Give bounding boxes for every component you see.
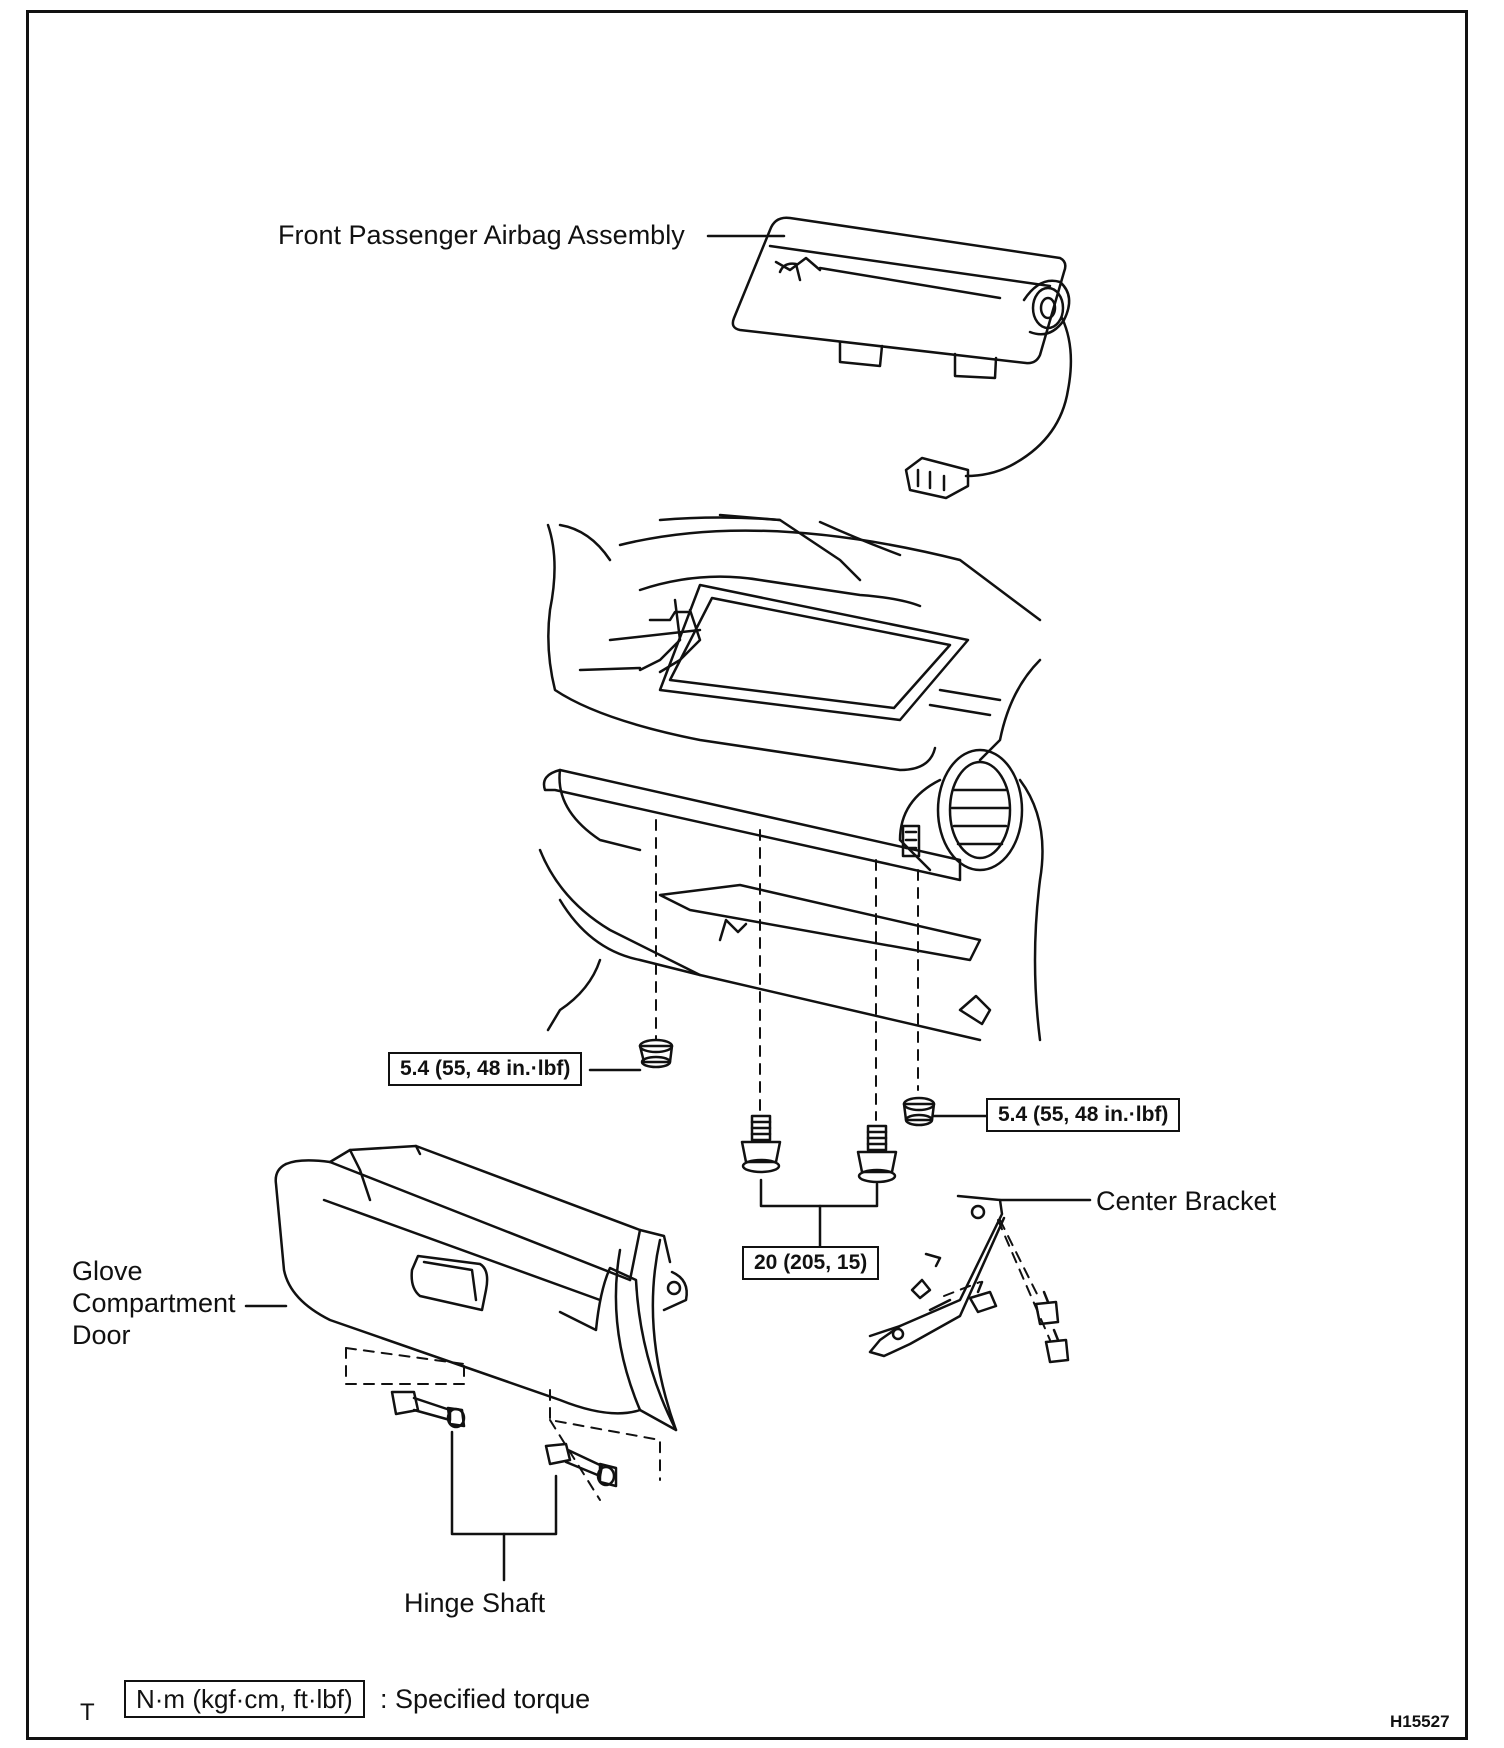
diagram-frame xyxy=(26,10,1468,1740)
bracket-screws-drawing xyxy=(968,1280,1070,1364)
airbag-assembly-drawing xyxy=(731,216,1073,500)
hinge-shaft-label: Hinge Shaft xyxy=(404,1588,546,1618)
glove-door-label-line3: Door xyxy=(72,1320,131,1350)
glove-door-label-line1: Glove xyxy=(72,1256,143,1286)
glove-door-drawing xyxy=(274,1144,688,1432)
hinge-shaft-leader xyxy=(450,1430,558,1536)
figure-id: H15527 xyxy=(1390,1712,1450,1731)
instrument-panel-drawing xyxy=(538,513,1044,1042)
bolt-right-drawing xyxy=(856,1124,898,1184)
airbag-label: Front Passenger Airbag Assembly xyxy=(278,220,685,250)
center-bracket-label: Center Bracket xyxy=(1096,1186,1277,1216)
left-nut-drawing xyxy=(638,1038,674,1069)
glove-door-label-line2: Compartment xyxy=(72,1288,236,1318)
guide-lines xyxy=(345,819,1051,1501)
bolt-left-drawing xyxy=(740,1114,782,1174)
center-bracket-drawing xyxy=(868,1194,1006,1358)
right-nut-drawing xyxy=(902,1096,936,1127)
legend-description: : Specified torque xyxy=(380,1684,591,1714)
torque-box-left-nut: 5.4 (55, 48 in.·lbf) xyxy=(388,1052,583,1086)
torque-box-bolts: 20 (205, 15) xyxy=(742,1246,880,1280)
hinge-shaft-left-drawing xyxy=(390,1390,466,1429)
hinge-shaft-right-drawing xyxy=(544,1442,618,1488)
bolts-leader xyxy=(759,1178,879,1208)
legend-marker: T xyxy=(80,1699,95,1726)
torque-box-right-nut: 5.4 (55, 48 in.·lbf) xyxy=(986,1098,1181,1132)
legend-units-box: N·m (kgf·cm, ft·lbf) xyxy=(124,1680,365,1718)
